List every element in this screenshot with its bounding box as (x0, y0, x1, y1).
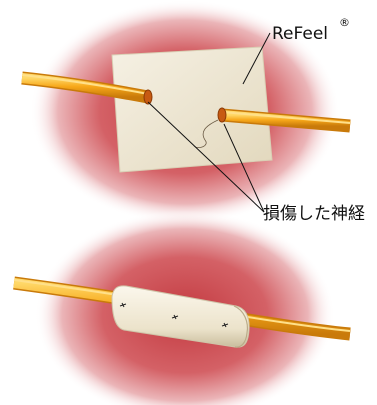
injured-nerve-label: 損傷した神経 (263, 204, 365, 224)
nerve-right-cut-end (218, 108, 226, 122)
refeel-sheet (112, 47, 272, 172)
nerve-left-cut-end (144, 90, 152, 104)
bottom-panel (14, 210, 350, 405)
registered-mark: ® (339, 16, 350, 29)
refeel-label: ReFeel (272, 24, 328, 44)
top-panel: ReFeel ® 損傷した神経 (22, 0, 365, 224)
